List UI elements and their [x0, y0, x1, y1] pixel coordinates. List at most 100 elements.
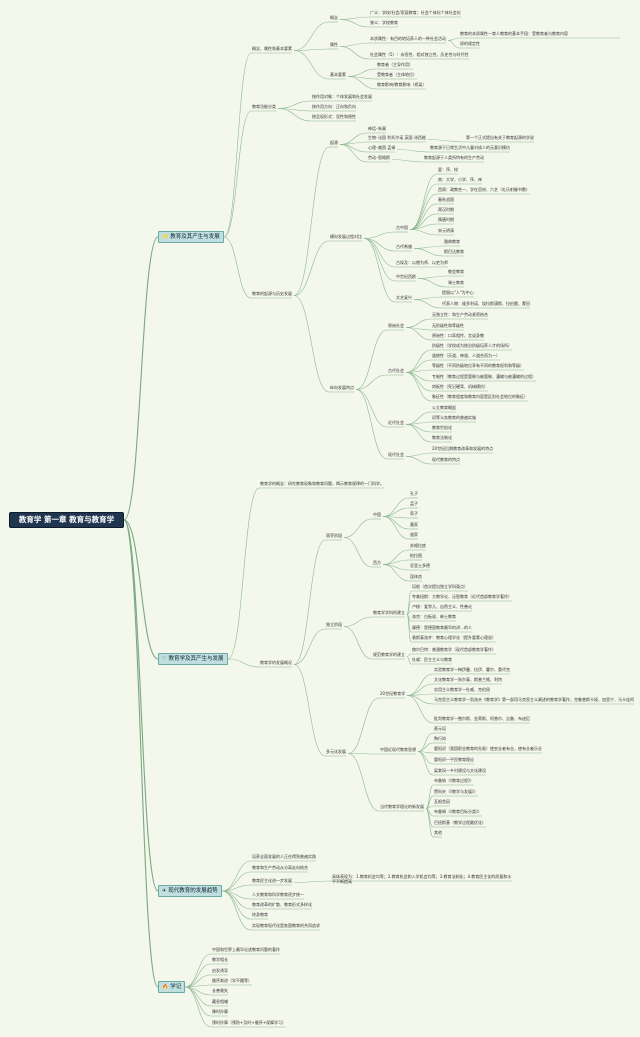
mind-map-node[interactable]: 豫时孙摩 — [212, 1008, 228, 1014]
mind-map-node[interactable]: 萌芽阶段 — [326, 532, 342, 538]
mind-map-node[interactable]: 陶行知 — [434, 735, 446, 741]
mind-map-node[interactable]: 教育世俗化 — [432, 424, 452, 430]
mind-map-node[interactable]: 循序渐进（学不躐等） — [212, 977, 252, 983]
mind-map-node[interactable]: 布鲁纳（《教育过程》） — [434, 777, 474, 783]
mind-map-node[interactable]: 斯巴达教育 — [444, 248, 464, 254]
mind-map-node[interactable]: 实用主义教育学—杜威、克伯屈 — [434, 686, 490, 692]
mind-map-node[interactable]: 实验教育学—梅伊曼、拉伊、霍尔、桑代克 — [434, 666, 510, 672]
mind-map-node[interactable]: 刻板性（死记硬背、机械模仿） — [432, 383, 488, 389]
mind-map-node[interactable]: 实现教育现代化是各国教育的共同追求 — [252, 922, 320, 928]
mind-map-node[interactable]: 苏格拉底 — [410, 542, 426, 548]
mind-map-node[interactable]: 古中国 — [396, 224, 408, 230]
mind-map-node[interactable]: 荀子 — [410, 510, 418, 516]
mind-map-node[interactable]: 其他 — [434, 829, 442, 835]
mind-map-node[interactable]: 春秋战国 — [438, 196, 454, 202]
mind-map-node[interactable]: 概念、属性和基本要素 — [252, 45, 292, 51]
mind-map-node[interactable]: 康德：是德国教育最早的讲…的人 — [412, 624, 472, 630]
mind-map-node[interactable]: 文化教育学—狄尔泰、斯普兰格、利特 — [434, 676, 502, 682]
mind-map-node[interactable]: 培养全面发展的人正在得到普遍实践 — [252, 853, 316, 859]
mind-map-node[interactable]: 人文教育和科学教育逐步统一 — [252, 891, 304, 897]
branch-modern-trends[interactable]: ✈现代教育的发展趋势 — [158, 885, 222, 897]
mind-map-node[interactable]: 启发诱导 — [212, 967, 228, 973]
mind-map-node[interactable]: 现代教育的特点 — [432, 456, 460, 462]
mind-map-node[interactable]: 古代希腊 — [396, 243, 412, 249]
mind-map-node[interactable]: 西周：政教合一、学在官府、六艺（礼乐射御书数） — [438, 186, 530, 192]
mind-map-node[interactable]: 洛克：白板说、绅士教育 — [412, 613, 456, 619]
mind-map-node[interactable]: 卢梭：爱弥儿、自然主义、性善论 — [412, 603, 472, 609]
mind-map-node[interactable]: 社会属性（5）：永恒性、相对独立性、历史性与时代性 — [370, 51, 469, 57]
mind-map-node[interactable]: 象征性（教育程度和教育内容是区别社会地位的象征） — [432, 393, 528, 399]
mind-map-node[interactable]: 教育学学科的建立 — [373, 609, 405, 615]
mind-map-node[interactable]: 教育民主化进一步发展 — [252, 877, 292, 883]
mind-map-node[interactable]: 道家 — [410, 531, 418, 537]
mind-map-node[interactable]: 教育影响/教育影响（桥梁） — [377, 81, 427, 87]
mind-map-node[interactable]: 晏阳初（我国职业教育的先驱）使农业者有业，使有业者乐业 — [434, 745, 542, 751]
mind-map-node[interactable]: 赞科夫（《教学与发展》） — [434, 788, 478, 794]
mind-map-node[interactable]: 终身教育 — [252, 911, 268, 917]
mind-map-node[interactable]: 代表人物：维多利诺、埃拉斯谟斯、拉伯雷、蒙田 — [442, 300, 530, 306]
mind-map-node[interactable]: 心理–美国 孟禄 — [368, 144, 396, 150]
mind-map-node[interactable]: 瓦根舍因 — [434, 798, 450, 804]
mind-map-node[interactable]: 柏拉图 — [410, 552, 422, 558]
mind-map-node[interactable]: 原始社会 — [388, 322, 404, 328]
mind-map-node[interactable]: 中国和世界上最早论述教育问题的著作 — [212, 946, 280, 952]
mind-map-node[interactable]: 批判教育学—鲍尔斯、金蒂斯、阿普尔、吉鲁、布迪厄 — [434, 715, 530, 721]
mind-map-node[interactable]: 布鲁姆（《教育目标分类》） — [434, 808, 482, 814]
mind-map-node[interactable]: 现代社会 — [388, 451, 404, 457]
mind-map-node[interactable]: 预时孙摩（预防+及时+循序+观摩学习） — [212, 1019, 287, 1025]
mind-map-node[interactable]: 教育者（主导作用） — [377, 61, 413, 67]
mind-map-node[interactable]: 隋唐时期 — [438, 216, 454, 222]
mind-map-node[interactable]: 两汉时期 — [438, 206, 454, 212]
mind-map-node[interactable]: 初等义务教育的普遍实施 — [432, 414, 476, 420]
mind-map-node[interactable]: 按作用方向：正向和负向 — [312, 103, 356, 109]
mind-map-node[interactable]: 起源 — [330, 139, 338, 145]
mind-map-node[interactable]: 墨家 — [410, 521, 418, 527]
mind-map-node[interactable]: 神话–朱熹 — [368, 125, 386, 131]
branch-xueji[interactable]: 🔥学记 — [158, 981, 186, 993]
mind-map-node[interactable]: 晏阳初—平民教育理论 — [434, 756, 474, 762]
mind-map-node[interactable]: 属性 — [330, 41, 338, 47]
mind-map-node[interactable]: 孔子 — [410, 490, 418, 496]
mind-map-node[interactable]: 提倡以"人"为中心 — [442, 289, 474, 295]
mind-map-node[interactable]: 裴斯泰洛齐：教育心理学化（提升要素心理说） — [412, 634, 496, 640]
mind-map-node[interactable]: 独立阶段 — [326, 621, 342, 627]
mind-map-node[interactable]: 受教育者（主体地位） — [377, 71, 417, 77]
mind-map-node[interactable]: 巴班斯基（教学过程最优化） — [434, 819, 486, 825]
mind-map-node[interactable]: 杜威：民主主义与教育 — [412, 656, 452, 662]
mind-map-node[interactable]: 长善救失 — [212, 987, 228, 993]
mind-map-node[interactable]: 广义：学校/社会/家庭教育；社会个体化个体社会化 — [370, 9, 461, 15]
mind-map-node[interactable]: 多元化发展 — [326, 748, 346, 754]
mind-map-node[interactable]: 教育改革的扩散、教育形式多样化 — [252, 901, 312, 907]
mind-map-node[interactable]: 规范教育学的建立 — [373, 651, 405, 657]
mind-map-node[interactable]: 蔡元培 — [434, 725, 446, 731]
mind-map-node[interactable]: 原始性：口耳相传、言谈身教 — [432, 332, 484, 338]
mind-map-node[interactable]: 教育和生产劳动从分离走向结合 — [252, 864, 308, 870]
mind-map-node[interactable]: 专制性（教育过程是管制与被管制、灌输与被灌输的过程） — [432, 373, 536, 379]
mind-map-node[interactable]: 昆体良 — [410, 573, 422, 579]
mind-map-node[interactable]: 生物–法国 利托尔诺 英国 沛西能 — [368, 134, 426, 140]
mind-map-node[interactable]: 教会教育 — [448, 268, 464, 274]
mind-map-node[interactable]: 无独立性：和生产劳动紧密结合 — [432, 311, 488, 317]
mind-map-node[interactable]: 教育功能分类 — [252, 103, 276, 109]
mind-map-node[interactable]: 中国 — [373, 511, 381, 517]
mind-map-node[interactable]: 雅典教育 — [444, 238, 460, 244]
branch-pedagogy-origin[interactable]: ♡教育学及其产生与发展 — [158, 653, 228, 665]
mind-map-node[interactable]: 第一个正式提出有关于教育起源的学说 — [466, 134, 534, 140]
mind-map-node[interactable]: 按作用对象：个体发展和社会发展 — [312, 93, 372, 99]
mind-map-node[interactable]: 无阶级性和等级性 — [432, 322, 464, 328]
mind-map-node[interactable]: 当代教育学理论的新发展 — [380, 803, 424, 809]
mind-map-node[interactable]: 夸美纽斯：大教学论、泛智教育（近代首部教育学著作） — [412, 593, 512, 599]
mind-map-node[interactable]: 20世纪教育学 — [380, 690, 406, 696]
mind-map-node[interactable]: 教育学的概念：研究教育现象和教育问题，揭示教育规律的一门科学。 — [260, 480, 384, 486]
mind-map-node[interactable]: 教育学的发展概况 — [260, 659, 292, 665]
mind-map-node[interactable]: 近代社会 — [388, 419, 404, 425]
root-topic[interactable]: 教育学 第一章 教育与教育学 — [9, 512, 124, 528]
mind-map-node[interactable]: 教育的起源与历史发展 — [252, 290, 292, 296]
mind-map-node[interactable]: 藏息相辅 — [212, 998, 228, 1004]
mind-map-node[interactable]: 商：大学、小学、序、庠 — [438, 176, 482, 182]
mind-map-node[interactable]: 骑士教育 — [448, 279, 464, 285]
mind-map-node[interactable]: 中国近现代教育思想 — [380, 746, 416, 752]
mind-map-node[interactable]: 古埃及：以僧为师、以吏为师 — [396, 259, 448, 265]
mind-map-node[interactable]: 中世纪西欧 — [396, 273, 416, 279]
mind-map-node[interactable]: 按呈现形式：显性和隐性 — [312, 113, 356, 119]
